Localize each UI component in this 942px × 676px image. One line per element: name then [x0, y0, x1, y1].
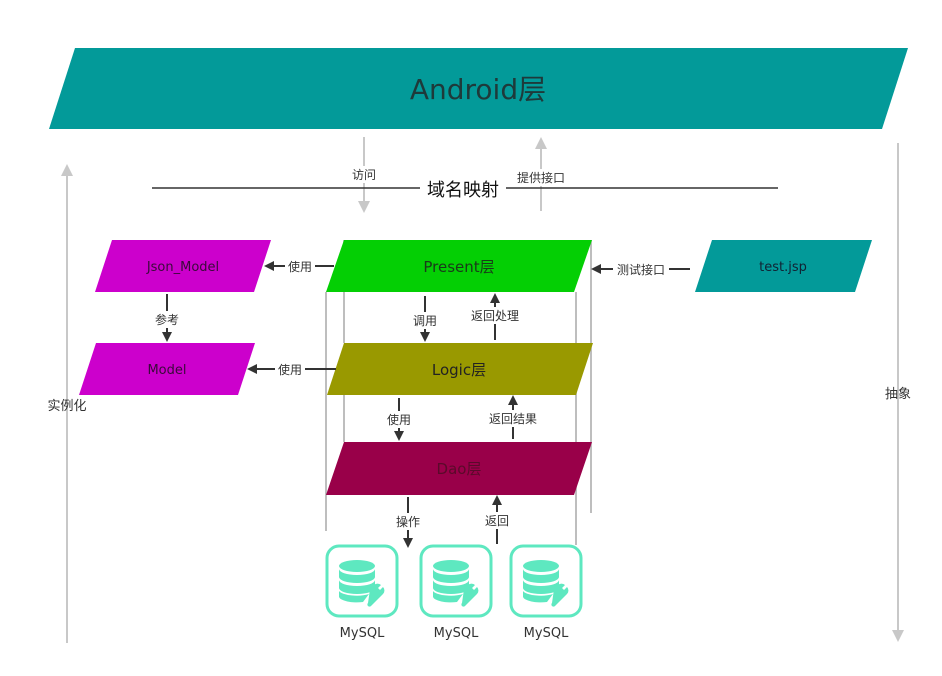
android-layer-label: Android层	[410, 73, 546, 106]
mysql-label-1: MySQL	[340, 626, 385, 641]
test-interface-label: 测试接口	[617, 262, 665, 277]
abstract-label: 抽象	[885, 387, 911, 402]
logic-layer-shape	[327, 343, 593, 395]
mysql-db-3: MySQL	[509, 544, 583, 641]
present-layer-shape	[326, 240, 592, 292]
return-process-label: 返回处理	[471, 309, 519, 323]
mysql-label-3: MySQL	[524, 626, 569, 641]
logic-layer-label: Logic层	[432, 361, 486, 379]
android-layer-shape	[49, 48, 908, 129]
invoke-label: 调用	[413, 314, 437, 328]
use-label-3: 使用	[387, 412, 411, 427]
json-model-shape	[95, 240, 271, 292]
use-label-1: 使用	[288, 259, 312, 274]
return-label: 返回	[485, 514, 509, 528]
mysql-db-2: MySQL	[419, 544, 493, 641]
return-result-label: 返回结果	[489, 412, 537, 426]
visit-label: 访问	[352, 168, 376, 182]
mysql-db-1: MySQL	[325, 544, 399, 641]
model-shape	[79, 343, 255, 395]
reference-label: 参考	[155, 312, 179, 327]
domain-mapping-label: 域名映射	[427, 180, 499, 201]
json-model-label: Json_Model	[146, 260, 219, 275]
dao-layer-shape	[326, 442, 592, 495]
dao-layer-label: Dao层	[437, 460, 482, 478]
use-label-2: 使用	[278, 362, 302, 377]
mysql-label-2: MySQL	[434, 626, 479, 641]
test-jsp-shape	[695, 240, 872, 292]
present-layer-label: Present层	[423, 258, 494, 276]
test-jsp-label: test.jsp	[759, 260, 807, 275]
instantiate-label: 实例化	[47, 399, 86, 414]
model-label: Model	[147, 363, 186, 378]
operate-label: 操作	[396, 514, 420, 529]
provide-interface-label: 提供接口	[517, 170, 565, 185]
